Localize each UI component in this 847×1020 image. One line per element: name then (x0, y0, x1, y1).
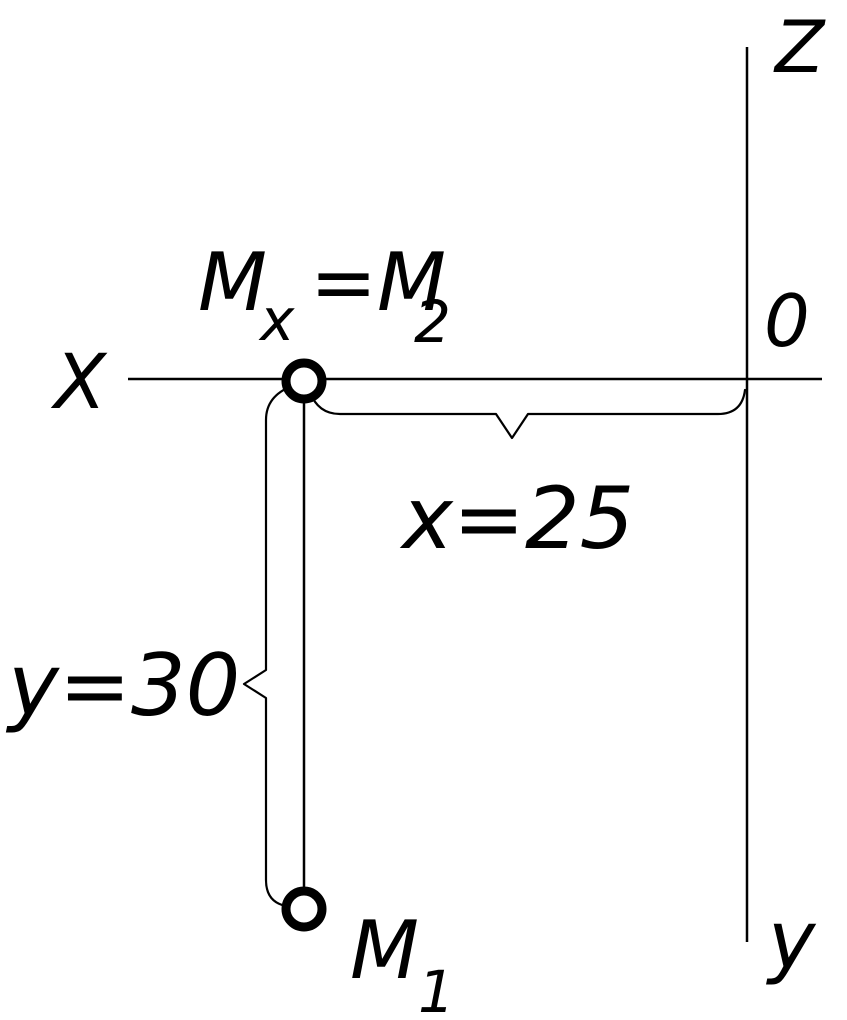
origin-label: 0 (764, 279, 810, 363)
point-m1 (281, 886, 327, 932)
axis-label-y: y (766, 894, 817, 987)
label-mx-main: M (198, 236, 267, 329)
point-m2 (281, 358, 327, 404)
axis-label-x: X (50, 337, 108, 426)
label-m1-sub: 1 (418, 958, 455, 1020)
y-dimension-label: y=30 (5, 636, 240, 736)
y-dimension-brace (242, 384, 294, 908)
label-m2-sub: 2 (414, 288, 451, 356)
x-dimension-label: x=25 (399, 469, 634, 569)
axis-label-z: Z (773, 5, 826, 89)
x-dimension-brace (308, 388, 747, 440)
label-mx-sub: x (258, 286, 295, 354)
label-equals-m2: =M (310, 236, 446, 329)
label-m1-main: M (350, 904, 419, 997)
